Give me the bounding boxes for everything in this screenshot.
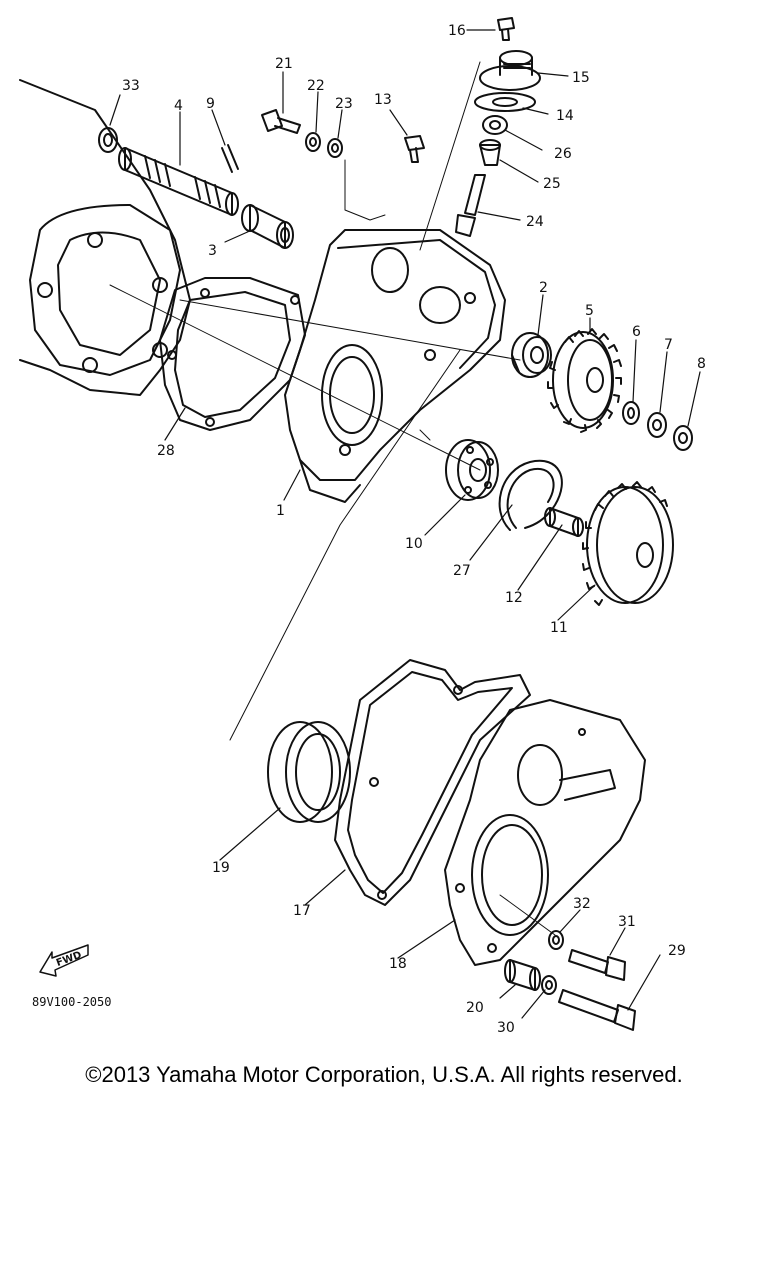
bearing-10 — [445, 439, 499, 501]
callout-27: 27 — [453, 563, 471, 579]
callout-13: 13 — [374, 92, 392, 108]
callout-17: 17 — [293, 903, 311, 919]
callout-22: 22 — [307, 78, 325, 94]
bearing-2 — [511, 332, 552, 378]
callout-18: 18 — [389, 956, 407, 972]
bolt-29 — [558, 989, 636, 1031]
cover-18 — [444, 699, 646, 966]
callout-3: 3 — [208, 243, 217, 259]
callout-10: 10 — [405, 536, 423, 552]
bolt-31 — [568, 949, 626, 981]
callout-5: 5 — [585, 303, 594, 319]
callout-25: 25 — [543, 176, 561, 192]
leader-lines — [109, 29, 701, 1019]
callout-8: 8 — [697, 356, 706, 372]
washer-23 — [327, 138, 343, 158]
oil-seal-19 — [267, 721, 351, 823]
gasket-14 — [474, 92, 536, 112]
callout-26: 26 — [554, 146, 572, 162]
washer-7 — [647, 412, 667, 438]
gear-11 — [582, 481, 674, 606]
gasket-28 — [159, 277, 306, 431]
assembly-lines — [109, 61, 556, 936]
washer-33 — [98, 127, 118, 153]
callout-31: 31 — [618, 914, 636, 930]
callout-30: 30 — [497, 1020, 515, 1036]
nut-6 — [622, 401, 640, 425]
callout-14: 14 — [556, 108, 574, 124]
pin-9 — [221, 144, 239, 173]
circlip-27 — [498, 459, 563, 531]
gear-5 — [547, 328, 622, 433]
collar-3 — [241, 204, 294, 249]
callout-29: 29 — [668, 943, 686, 959]
callout-4: 4 — [174, 98, 183, 114]
callout-2: 2 — [539, 280, 548, 296]
screw-16 — [497, 17, 515, 41]
callout-19: 19 — [212, 860, 230, 876]
fwd-label: FWD — [55, 950, 83, 969]
gear-shaft-24 — [455, 174, 486, 237]
callout-32: 32 — [573, 896, 591, 912]
callout-20: 20 — [466, 1000, 484, 1016]
callout-33: 33 — [122, 78, 140, 94]
bushing-25 — [479, 139, 501, 166]
callout-7: 7 — [664, 337, 673, 353]
washer-32 — [548, 930, 564, 950]
shaft-4 — [118, 147, 239, 216]
callout-16: 16 — [448, 23, 466, 39]
dowel-20 — [504, 959, 541, 991]
callout-21: 21 — [275, 56, 293, 72]
callout-12: 12 — [505, 590, 523, 606]
fwd-arrow-icon — [39, 944, 89, 977]
screw-13 — [404, 135, 425, 163]
callout-23: 23 — [335, 96, 353, 112]
exploded-parts-diagram: 33 4 9 3 21 22 23 13 16 15 14 26 25 24 2… — [19, 17, 706, 1036]
washer-22 — [305, 132, 321, 152]
callout-labels: 33 4 9 3 21 22 23 13 16 15 14 26 25 24 2… — [32, 23, 706, 1036]
washer-30 — [541, 975, 557, 995]
copyright-notice: ©2013 Yamaha Motor Corporation, U.S.A. A… — [85, 1062, 683, 1087]
fitting-15 — [479, 50, 541, 91]
engine-case-outline — [19, 79, 191, 396]
pin-12 — [544, 507, 584, 537]
callout-15: 15 — [572, 70, 590, 86]
callout-6: 6 — [632, 324, 641, 340]
callout-9: 9 — [206, 96, 215, 112]
circlip-8 — [673, 425, 693, 451]
bolt-21 — [261, 109, 301, 134]
callout-24: 24 — [526, 214, 544, 230]
gasket-17 — [334, 659, 531, 906]
callout-1: 1 — [276, 503, 285, 519]
callout-11: 11 — [550, 620, 568, 636]
seal-26 — [482, 115, 508, 135]
callout-28: 28 — [157, 443, 175, 459]
drawing-code: 89V100-2050 — [32, 995, 111, 1009]
